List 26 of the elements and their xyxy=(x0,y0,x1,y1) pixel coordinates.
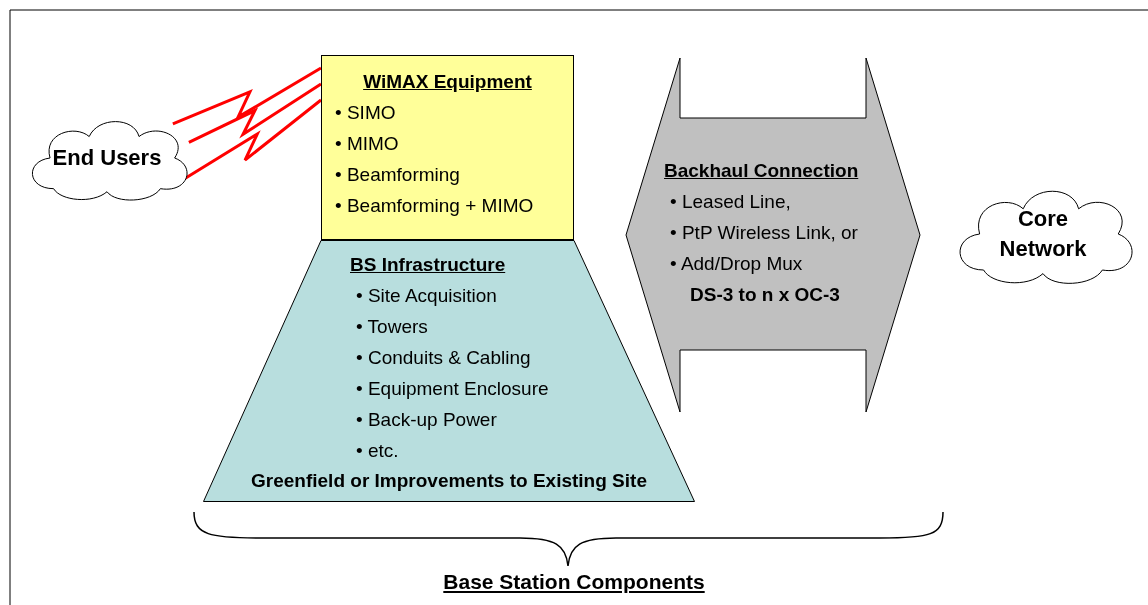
list-item: • Back-up Power xyxy=(356,408,498,432)
list-item: • PtP Wireless Link, or xyxy=(670,221,859,245)
list-item: • Conduits & Cabling xyxy=(356,346,532,370)
equipment-box xyxy=(321,55,574,240)
cloud-label: Core Network xyxy=(998,205,1088,263)
cloud-label: End Users xyxy=(52,144,162,172)
list-item: • Beamforming xyxy=(335,163,461,187)
double-arrow xyxy=(625,57,921,413)
lightning-link xyxy=(184,98,322,180)
footer-text: DS-3 to n x OC-3 xyxy=(690,284,840,306)
lightning-link xyxy=(172,66,322,126)
list-item: • Leased Line, xyxy=(670,190,792,214)
list-item: • Beamforming + MIMO xyxy=(335,194,535,218)
list-item: • etc. xyxy=(356,439,400,463)
caption-label: Base Station Components xyxy=(442,570,706,594)
list-item: • Equipment Enclosure xyxy=(356,377,549,401)
list-item: • MIMO xyxy=(335,132,400,156)
list-item: • Add/Drop Mux xyxy=(670,252,804,276)
list-item: • Site Acquisition xyxy=(356,284,498,308)
footer-text: Greenfield or Improvements to Existing Site xyxy=(250,470,648,492)
heading: WiMAX Equipment xyxy=(362,71,533,93)
heading: BS Infrastructure xyxy=(350,254,507,276)
lightning-link xyxy=(188,82,322,144)
heading: Backhaul Connection xyxy=(664,160,859,182)
list-item: • SIMO xyxy=(335,101,397,125)
list-item: • Towers xyxy=(356,315,429,339)
